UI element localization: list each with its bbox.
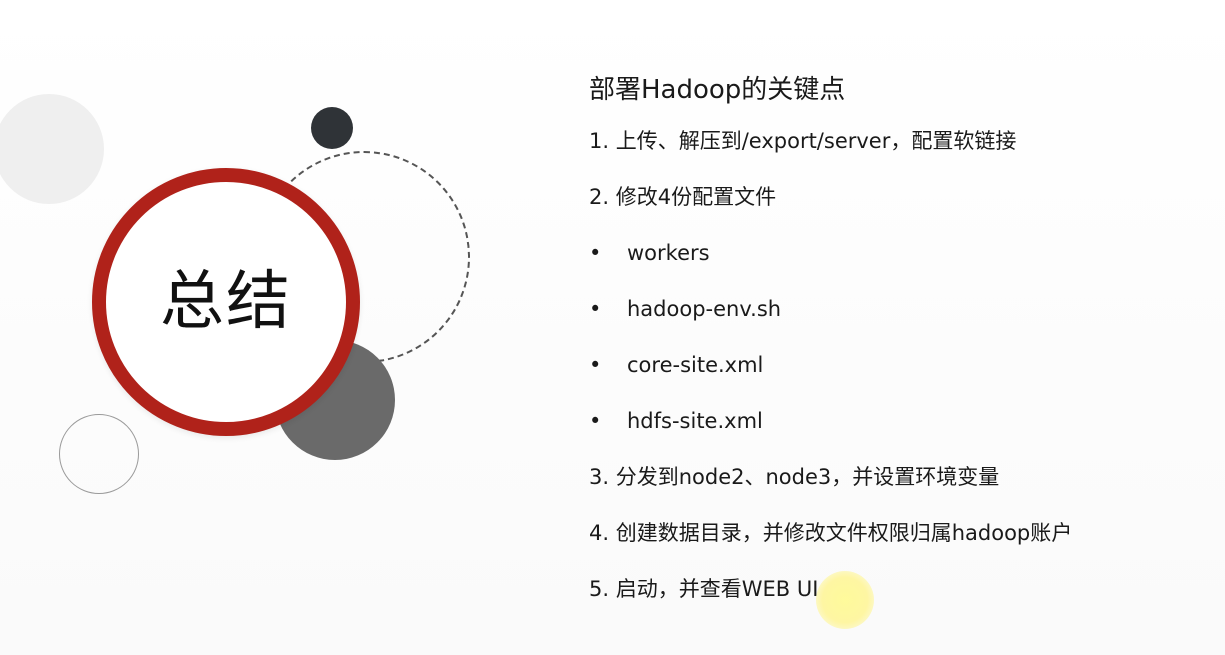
- list-item-step-2: 2. 修改4份配置文件: [589, 182, 1189, 238]
- list-item-text: 2. 修改4份配置文件: [589, 185, 777, 209]
- summary-ring: 总结: [92, 168, 360, 436]
- decorative-light-circle: [0, 94, 104, 204]
- list-item-workers: • workers: [589, 238, 1189, 294]
- bullet-icon: •: [589, 241, 602, 265]
- list-item-core-site: • core-site.xml: [589, 350, 1189, 406]
- bullet-icon: •: [589, 297, 602, 321]
- list-item-text: core-site.xml: [627, 353, 764, 377]
- content-panel: 部署Hadoop的关键点 1. 上传、解压到/export/server，配置软…: [589, 70, 1189, 630]
- list-item-step-5: 5. 启动，并查看WEB UI: [589, 574, 1189, 630]
- list-item-text: 5. 启动，并查看WEB UI: [589, 577, 819, 601]
- bullet-icon: •: [589, 353, 602, 377]
- list-item-text: 3. 分发到node2、node3，并设置环境变量: [589, 465, 1000, 489]
- decorative-dark-circle: [311, 107, 353, 149]
- list-item-step-3: 3. 分发到node2、node3，并设置环境变量: [589, 462, 1189, 518]
- bullet-icon: •: [589, 409, 602, 433]
- list-item-text: hadoop-env.sh: [627, 297, 782, 321]
- list-item-hdfs-site: • hdfs-site.xml: [589, 406, 1189, 462]
- cursor-highlight: [816, 571, 874, 629]
- summary-ring-inner: [110, 186, 342, 418]
- content-heading: 部署Hadoop的关键点: [589, 75, 846, 105]
- list-item-text: 1. 上传、解压到/export/server，配置软链接: [589, 129, 1017, 153]
- list-item-text: 4. 创建数据目录，并修改文件权限归属hadoop账户: [589, 521, 1073, 545]
- list-item-hadoop-env: • hadoop-env.sh: [589, 294, 1189, 350]
- list-item-text: hdfs-site.xml: [627, 409, 763, 433]
- list-item-text: workers: [627, 241, 710, 265]
- list-item-step-1: 1. 上传、解压到/export/server，配置软链接: [589, 126, 1189, 182]
- list-item-step-4: 4. 创建数据目录，并修改文件权限归属hadoop账户: [589, 518, 1189, 574]
- decorative-outline-circle: [59, 414, 139, 494]
- summary-title: 总结: [160, 265, 292, 339]
